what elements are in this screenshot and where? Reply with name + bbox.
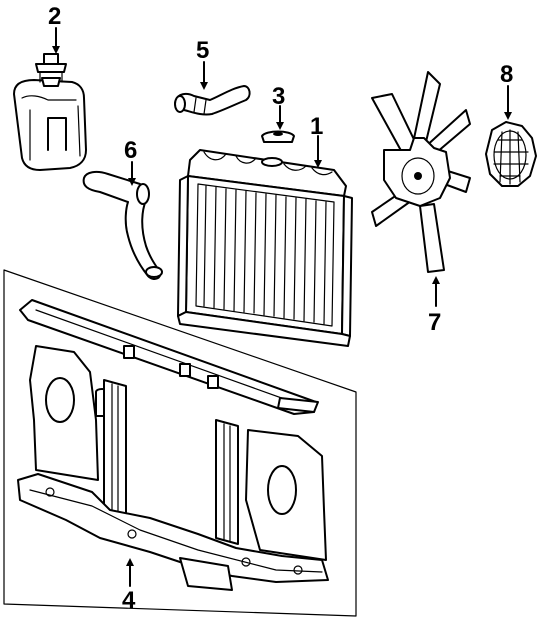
- support-panel-box: [3, 269, 357, 617]
- callout-6: 6: [124, 137, 137, 164]
- callout-8: 8: [500, 61, 513, 88]
- callout-2: 2: [48, 3, 61, 30]
- reservoir-cap: [35, 53, 67, 87]
- radiator: [177, 149, 353, 347]
- fan-clutch: [485, 121, 537, 187]
- lower-hose: [82, 170, 163, 280]
- callout-3: 3: [272, 83, 285, 110]
- support-panel: [17, 299, 329, 591]
- upper-hose: [174, 85, 251, 116]
- callout-1: 1: [310, 113, 323, 140]
- coolant-reservoir: [13, 79, 87, 171]
- fan-blade: [371, 71, 471, 273]
- callout-7: 7: [428, 309, 441, 336]
- callout-5: 5: [196, 37, 209, 64]
- callout-4: 4: [122, 587, 136, 614]
- radiator-cap: [261, 130, 295, 143]
- leader-lines: [52, 27, 512, 587]
